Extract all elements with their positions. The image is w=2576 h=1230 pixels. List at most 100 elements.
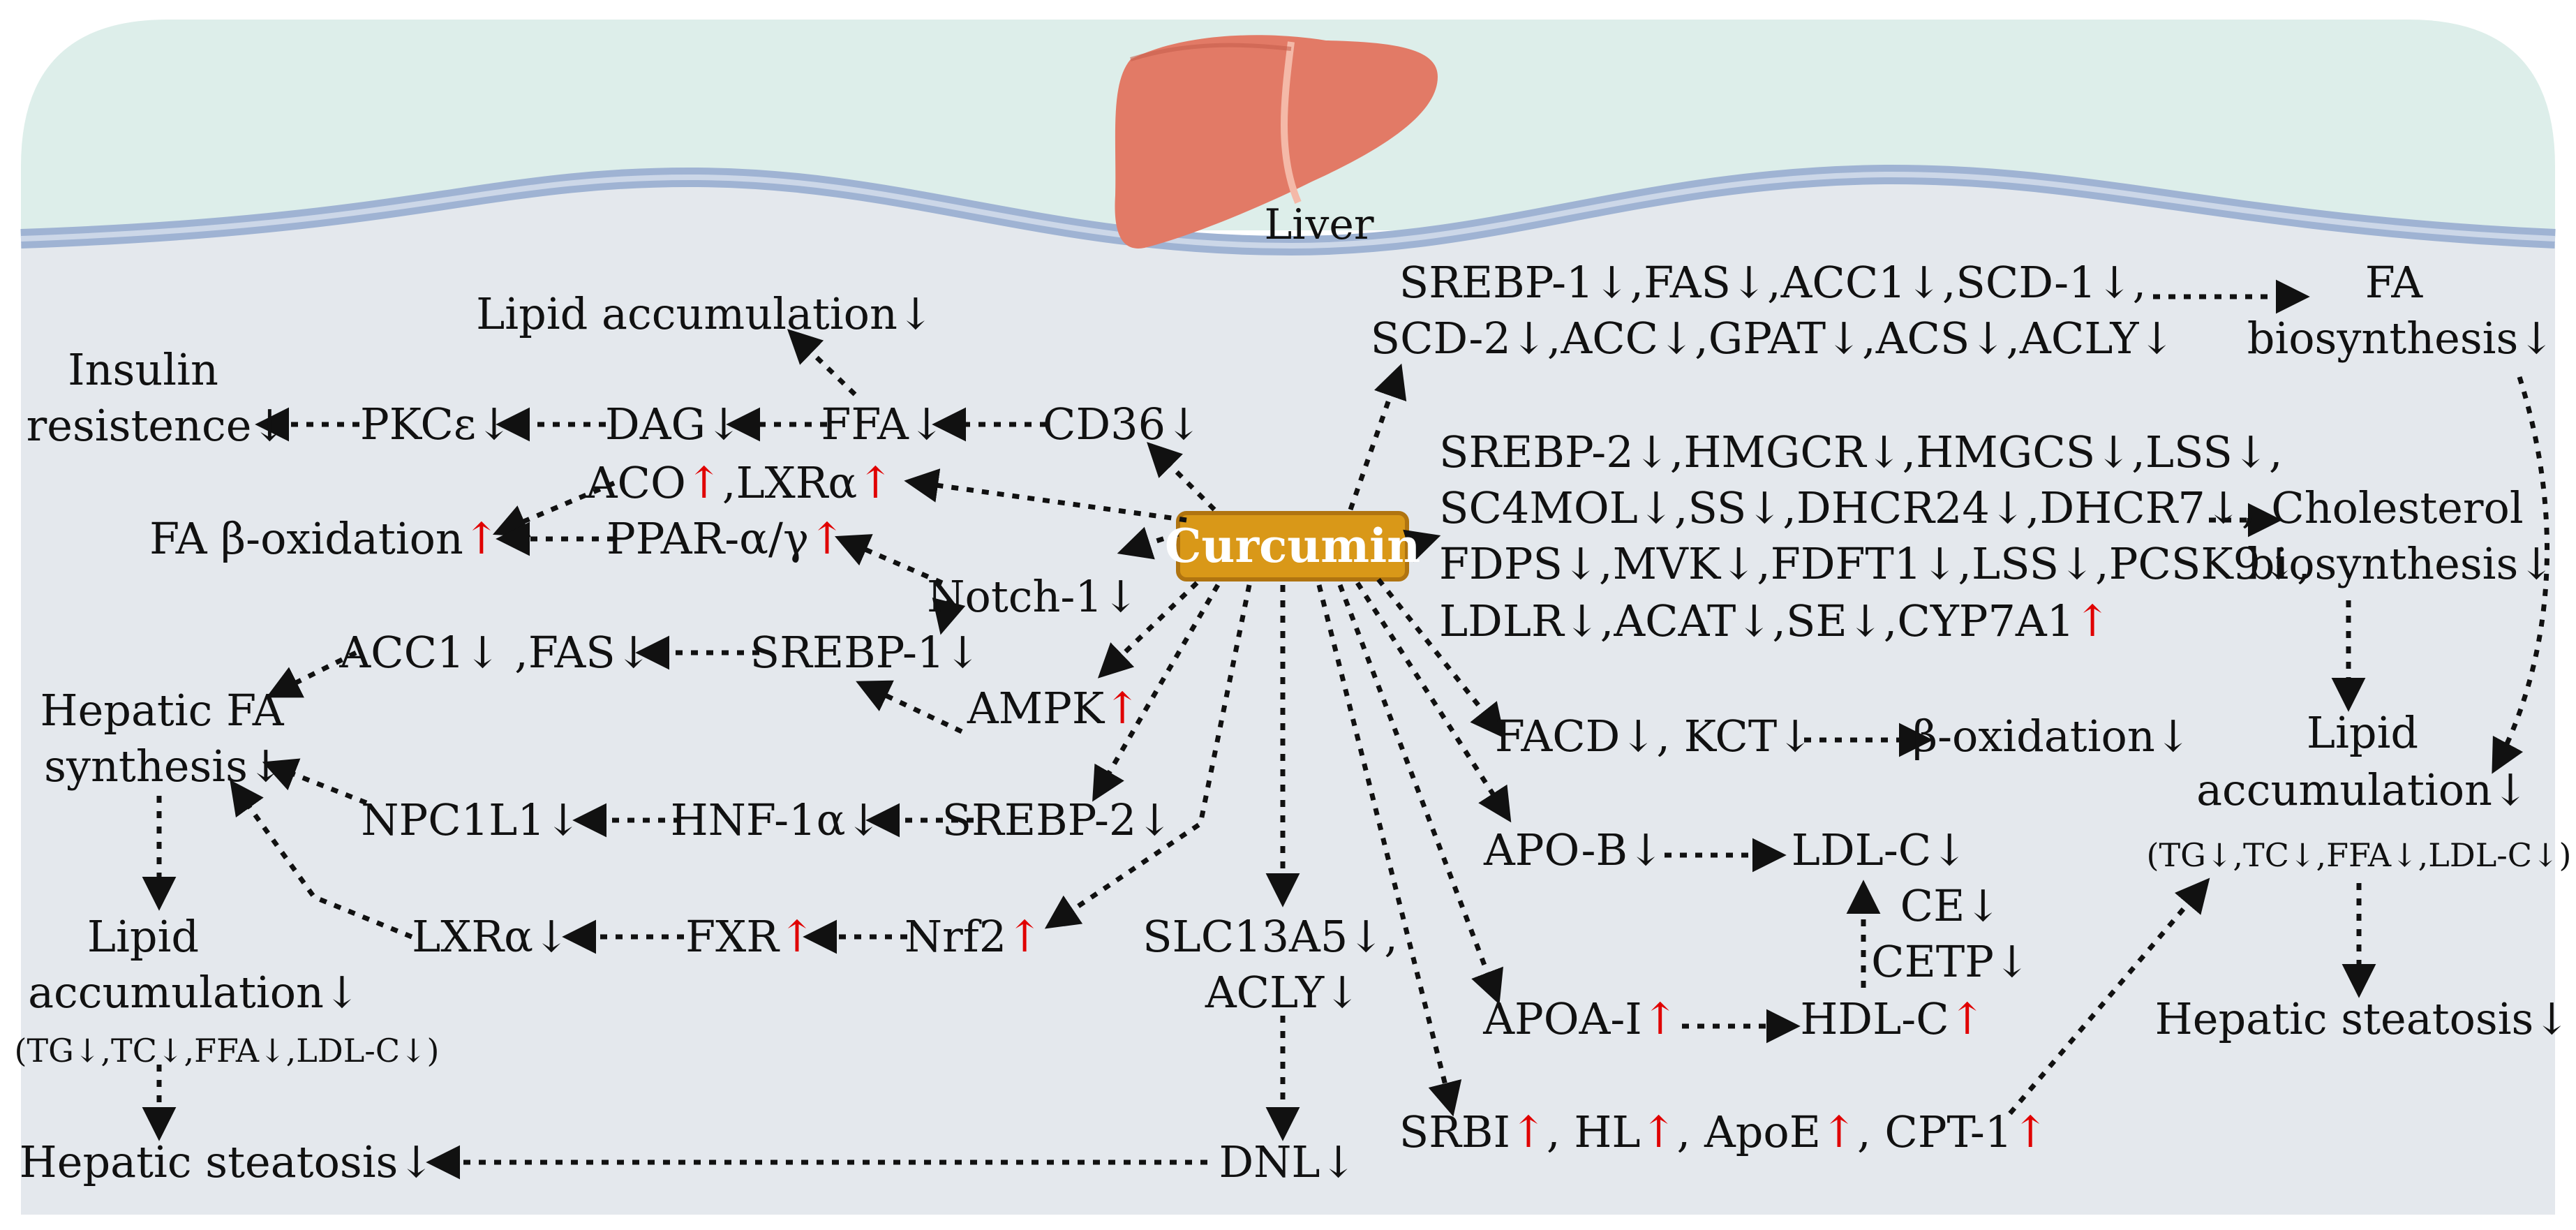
- apob-node: APO-B↓: [1483, 824, 1665, 875]
- lipid-left-label: Lipid: [87, 911, 200, 962]
- arrow-curcumin-nrf2: [1044, 584, 1252, 929]
- fxr-text: FXR: [685, 911, 779, 962]
- arrow-curcumin-notch: [1117, 526, 1179, 560]
- ffa-node: FFA↓: [821, 399, 945, 450]
- lipid-accumulation-top: Lipid accumulation↓: [476, 288, 934, 339]
- beta-oxidation-node: β-oxidation↓: [1912, 711, 2191, 762]
- facd-kct-node: FACD↓, KCT↓: [1494, 711, 1814, 762]
- srebp2-group-line2: SC4MOL↓,SS↓,DHCR24↓,DHCR7↓,: [1439, 482, 2256, 533]
- lxra-up-text: ,LXRα: [722, 457, 858, 508]
- fxr-node: FXR↑: [685, 915, 815, 958]
- arrow-notch-srebp1: [932, 598, 966, 635]
- fa-beta-ox-text: FA β-oxidation: [149, 513, 463, 564]
- fa-beta-oxidation-node: FA β-oxidation↑: [149, 517, 500, 561]
- srebp2-group-line4-text: LDLR↓,ACAT↓,SE↓,CYP7A1: [1439, 595, 2075, 646]
- cell-region: [21, 179, 2555, 1215]
- liver-label: Liver: [1264, 200, 1374, 249]
- lipid-right-detail: (TG↓,TC↓,FFA↓,LDL-C↓): [2146, 836, 2572, 874]
- arrow-curcumin-lxra: [904, 468, 1187, 523]
- arrow-curcumin-srebp2: [1092, 584, 1221, 802]
- nrf2-up-arrow: ↑: [1006, 911, 1043, 962]
- background: [20, 20, 2556, 1215]
- srbi-group-node: SRBI↑, HL↑, ApoE↑, CPT-1↑: [1399, 1111, 2048, 1154]
- lxra-down-node: LXRα↓: [412, 911, 569, 962]
- hepatic-synthesis-label: synthesis↓: [44, 741, 284, 792]
- srebp2-left-node: SREBP-2↓: [941, 794, 1173, 845]
- srbi-text: SRBI: [1399, 1106, 1510, 1157]
- cholesterol-biosynthesis-label: biosynthesis↓: [2247, 538, 2555, 589]
- srebp1-group-line2: SCD-2↓,ACC↓,GPAT↓,ACS↓,ACLY↓: [1370, 313, 2175, 364]
- dnl-node: DNL↓: [1219, 1136, 1357, 1187]
- arrow-ampk-srebp1: [856, 680, 963, 734]
- srebp2-group-line4: LDLR↓,ACAT↓,SE↓,CYP7A1↑: [1439, 600, 2110, 643]
- npc1l1-node: NPC1L1↓: [361, 794, 581, 845]
- ampk-node: AMPK↑: [967, 687, 1140, 730]
- steatosis-left-node: Hepatic steatosis↓: [19, 1136, 435, 1187]
- arrow-curcumin-apoa1: [1337, 584, 1503, 1005]
- srebp1-group-line1: SREBP-1↓,FAS↓,ACC1↓,SCD-1↓,: [1399, 257, 2147, 308]
- srebp2-group-line3: FDPS↓,MVK↓,FDFT1↓,LSS↓,PCSK9↓,: [1439, 538, 2311, 589]
- aco-lxra-node: ACO↑,LXRα↑: [586, 461, 894, 505]
- cholesterol-label: Cholesterol: [2271, 482, 2524, 533]
- hl-up-arrow: ↑: [1640, 1106, 1677, 1157]
- lipid-left-detail: (TG↓,TC↓,FFA↓,LDL-C↓): [14, 1032, 440, 1069]
- arrow-lxra-fabox: [492, 480, 616, 538]
- srebp2-group-line1: SREBP-2↓,HMGCR↓,HMGCS↓,LSS↓,: [1439, 427, 2283, 477]
- fxr-up-arrow: ↑: [778, 911, 815, 962]
- hdlc-node: HDL-C↑: [1800, 998, 1985, 1041]
- fa-label: FA: [2365, 257, 2423, 308]
- arrow-curcumin-srbi: [1316, 584, 1462, 1117]
- arrows: [142, 279, 2550, 1180]
- arrow-cpt1-lipid: [2008, 877, 2210, 1116]
- curcumin-label: Curcumin: [1164, 519, 1421, 573]
- apoa1-up-arrow: ↑: [1641, 993, 1678, 1044]
- apoe-text: , ApoE: [1676, 1106, 1822, 1157]
- slc13a5-label: SLC13A5↓,: [1142, 911, 1398, 962]
- cyp7a1-up-arrow: ↑: [2074, 595, 2111, 646]
- membrane-inner: [20, 171, 2556, 249]
- ppar-up-arrow: ↑: [809, 513, 845, 564]
- apoe-up-arrow: ↑: [1821, 1106, 1857, 1157]
- accumulation-left-label: accumulation↓: [28, 967, 360, 1018]
- arrow-curcumin-facd: [1376, 577, 1505, 739]
- arrow-fa-lipid: [2492, 376, 2550, 774]
- hepatic-fa-label: Hepatic FA: [40, 685, 284, 736]
- nrf2-text: Nrf2: [904, 911, 1007, 962]
- cpt1-up-arrow: ↑: [2012, 1106, 2049, 1157]
- accumulation-right-label: accumulation↓: [2196, 764, 2529, 815]
- fa-beta-ox-up-arrow: ↑: [463, 513, 500, 564]
- arrow-lxra-hepatic: [230, 780, 413, 940]
- arrow-acc-hepatic: [266, 650, 357, 698]
- ce-node: CE↓: [1900, 880, 2002, 931]
- acly-label: ACLY↓: [1205, 967, 1361, 1018]
- arrow-notch-ppar: [835, 534, 944, 586]
- hdlc-up-arrow: ↑: [1949, 993, 1986, 1044]
- notch-node: Notch-1↓: [927, 571, 1139, 622]
- dag-node: DAG↓: [605, 399, 742, 450]
- arrow-curcumin-srebp2grp: [1403, 529, 1441, 563]
- resistance-label: resistence↓: [26, 400, 288, 451]
- arrow-curcumin-srebp1grp: [1348, 363, 1407, 511]
- fa-biosynthesis-label: biosynthesis↓: [2247, 313, 2555, 364]
- ampk-text: AMPK: [967, 683, 1105, 734]
- hdlc-text: HDL-C: [1800, 993, 1949, 1044]
- acc1-fas-node: ACC1↓ ,FAS↓: [339, 627, 652, 678]
- aco-text: ACO: [586, 457, 686, 508]
- insulin-label: Insulin: [68, 344, 218, 395]
- hnf1a-node: HNF-1α↓: [670, 794, 882, 845]
- cpt1-text: , CPT-1: [1856, 1106, 2013, 1157]
- arrow-npc-hepatic: [262, 758, 368, 806]
- arrow-curcumin-ampk: [1097, 581, 1199, 679]
- apoa1-text: APOA-I: [1483, 993, 1642, 1044]
- srbi-up-arrow: ↑: [1510, 1106, 1547, 1157]
- pkce-node: PKCε↓: [360, 399, 512, 450]
- srebp1-left-node: SREBP-1↓: [750, 627, 981, 678]
- liver-icon: [1115, 35, 1438, 249]
- hl-text: , HL: [1546, 1106, 1641, 1157]
- arrow-curcumin-apob: [1355, 581, 1512, 823]
- lipid-right-label: Lipid: [2306, 707, 2419, 758]
- ldlc-node: LDL-C↓: [1791, 824, 1968, 875]
